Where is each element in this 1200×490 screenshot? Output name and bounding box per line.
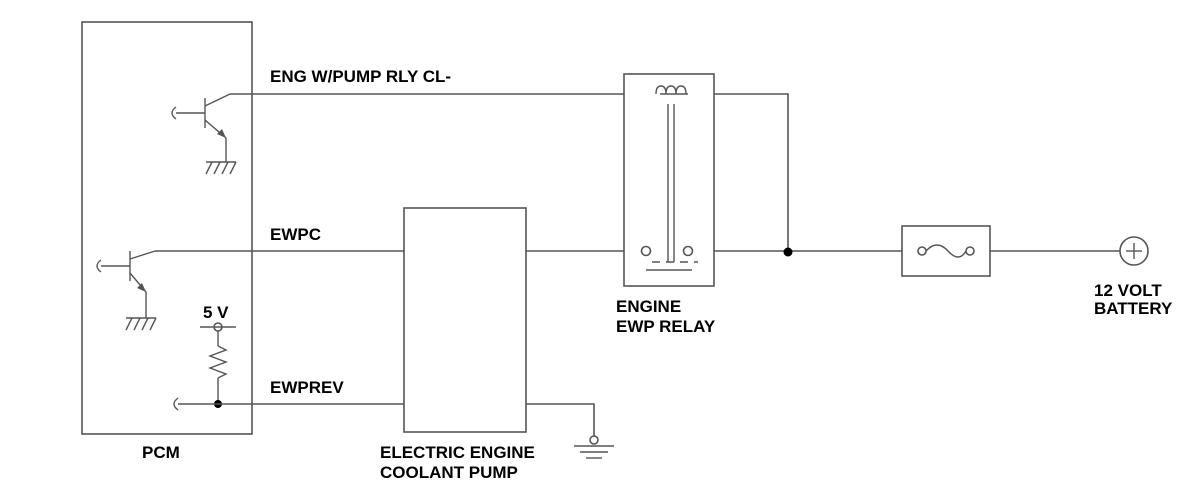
eng-pump-relay-control-label: ENG W/PUMP RLY CL- <box>270 67 451 86</box>
relay-label-line1: ENGINE <box>616 297 681 316</box>
wire-pump-ground <box>526 403 595 436</box>
lower-ground-symbol <box>125 317 157 331</box>
pcm-label: PCM <box>142 443 180 462</box>
lower-transistor-symbol <box>96 250 156 318</box>
fuse <box>901 225 991 277</box>
upper-ground-symbol <box>205 161 237 175</box>
five-volt-label: 5 V <box>203 303 229 322</box>
ewprev-label: EWPREV <box>270 378 344 397</box>
relay-label-line2: EWP RELAY <box>616 317 716 336</box>
ewp-relay <box>623 73 715 287</box>
coolant-pump-box <box>403 207 527 433</box>
battery-terminal-icon <box>1119 236 1149 266</box>
pump-label-line2: COOLANT PUMP <box>380 463 518 482</box>
wire-eng-pump-relay-control <box>230 93 789 252</box>
pcm-module <box>81 21 253 435</box>
upper-transistor-symbol <box>171 93 231 162</box>
ewpc-label: EWPC <box>270 225 321 244</box>
battery-label-line2: BATTERY <box>1094 299 1173 318</box>
battery-label-line1: 12 VOLT <box>1094 281 1162 300</box>
wire-battery-feed <box>692 247 1120 257</box>
pump-label-line1: ELECTRIC ENGINE <box>380 443 535 462</box>
pump-ground-symbol <box>574 435 614 459</box>
